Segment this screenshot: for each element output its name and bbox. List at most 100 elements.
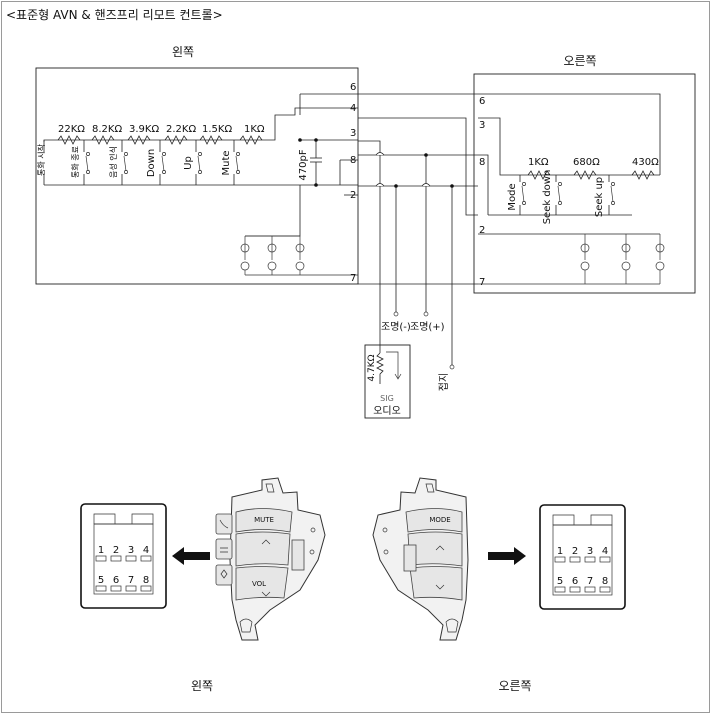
resistor-label-8-2k: 8.2KΩ [92, 124, 122, 135]
right-connector-pin-8: 8 [602, 576, 608, 587]
right-connector-pin-5: 5 [557, 576, 563, 587]
resistor-2-2k [164, 135, 188, 145]
right-pin-6: 6 [479, 96, 485, 107]
led-left-1 [240, 243, 250, 253]
right-connector-pin-slot-6 [569, 586, 581, 593]
left-pin-3: 3 [350, 128, 356, 139]
audio-box [364, 344, 411, 419]
resistor-1k-left [239, 135, 263, 145]
resistor-1k-right [527, 170, 551, 180]
right-connector-pin-slot-1 [554, 556, 566, 563]
resistor-label-3-9k: 3.9KΩ [129, 124, 159, 135]
capacitor-label: 470pF [298, 149, 309, 180]
right-connector-pin-slot-3 [584, 556, 596, 563]
bottom-label-left: 왼쪽 [191, 679, 213, 693]
right-connector-pin-slot-4 [599, 556, 611, 563]
audio-label: 오디오 [373, 405, 401, 417]
left-connector-pin-7: 7 [128, 575, 134, 586]
left-connector-pin-8: 8 [143, 575, 149, 586]
resistor-label-1k-left: 1KΩ [244, 124, 265, 135]
resistor-label-2-2k: 2.2KΩ [166, 124, 196, 135]
left-pin-6: 6 [350, 82, 356, 93]
left-connector-pin-slot-8 [140, 585, 152, 592]
left-connector-pin-1: 1 [98, 545, 104, 556]
resistor-label-680: 680Ω [573, 157, 600, 168]
left-pin-2: 2 [350, 190, 356, 201]
right-switch-box [473, 73, 696, 294]
left-connector-pin-slot-1 [95, 555, 107, 562]
resistor-680 [573, 170, 597, 180]
right-pin-2: 2 [479, 225, 485, 236]
right-connector [539, 504, 626, 610]
led-right-3 [655, 243, 665, 253]
right-connector-pin-2: 2 [572, 546, 578, 557]
right-pin-8: 8 [479, 157, 485, 168]
right-connector-pin-slot-7 [584, 586, 596, 593]
switch-label-seek-down: Seek down [542, 170, 553, 225]
left-connector-pin-4: 4 [143, 545, 149, 556]
right-connector-pin-6: 6 [572, 576, 578, 587]
led-right-1 [580, 243, 590, 253]
switch-label-up: Up [183, 156, 194, 170]
led-left-3 [295, 243, 305, 253]
right-pin-3: 3 [479, 120, 485, 131]
arrow-right-icon [488, 547, 526, 565]
audio-resistor-label: 4.7KΩ [367, 354, 377, 381]
right-connector-pin-slot-2 [569, 556, 581, 563]
switch-label-seek-up: Seek up [594, 177, 605, 217]
arrow-left-icon [172, 547, 210, 565]
right-connector-pin-slot-5 [554, 586, 566, 593]
left-connector-pin-slot-2 [110, 555, 122, 562]
left-connector-pin-slot-3 [125, 555, 137, 562]
switch-label-mode: Mode [507, 183, 518, 210]
left-connector-pin-slot-7 [125, 585, 137, 592]
illum-plus-label: 조명(+) [410, 321, 445, 333]
resistor-3-9k [127, 135, 151, 145]
left-wheel-mute: MUTE [254, 516, 274, 524]
illum-minus-label: 조명(-) [381, 321, 411, 333]
left-connector [80, 503, 167, 609]
right-connector-pin-slot-8 [599, 586, 611, 593]
right-connector-pin-4: 4 [602, 546, 608, 557]
right-wheel-mode: MODE [429, 516, 450, 524]
left-connector-pin-slot-6 [110, 585, 122, 592]
right-connector-pin-1: 1 [557, 546, 563, 557]
left-switch-box [35, 67, 359, 285]
resistor-1-5k [199, 135, 223, 145]
left-connector-pin-slot-4 [140, 555, 152, 562]
resistor-430 [631, 170, 655, 180]
switch-label-mute: Mute [221, 150, 232, 175]
switch-label-call-start: 통화 시작 [36, 143, 46, 176]
left-connector-pin-5: 5 [98, 575, 104, 586]
left-steering-switch [215, 477, 326, 641]
left-connector-pin-slot-5 [95, 585, 107, 592]
switch-label-voice: 음성 인식 [108, 146, 118, 178]
left-connector-pin-6: 6 [113, 575, 119, 586]
resistor-22k [57, 135, 81, 145]
resistor-label-22k: 22KΩ [58, 124, 85, 135]
right-connector-pin-3: 3 [587, 546, 593, 557]
left-connector-pin-3: 3 [128, 545, 134, 556]
left-connector-pin-2: 2 [113, 545, 119, 556]
right-connector-pin-7: 7 [587, 576, 593, 587]
bottom-label-right: 오른쪽 [498, 679, 531, 693]
led-right-2 [621, 243, 631, 253]
left-wheel-vol: VOL [252, 580, 266, 588]
diagram-title: <표준형 AVN & 핸즈프리 리모트 컨트롤> [6, 7, 223, 22]
switch-label-down: Down [146, 149, 157, 177]
left-pin-4: 4 [350, 103, 356, 114]
left-pin-8: 8 [350, 155, 356, 166]
ground-label: 접지 [438, 373, 450, 391]
right-heading: 오른쪽 [563, 54, 596, 68]
led-left-2 [267, 243, 277, 253]
audio-sig-label: SIG [380, 394, 394, 403]
left-heading: 왼쪽 [172, 45, 194, 59]
resistor-label-430: 430Ω [632, 157, 659, 168]
left-pin-7: 7 [350, 273, 356, 284]
right-steering-switch [372, 477, 469, 641]
resistor-8-2k [91, 135, 115, 145]
resistor-label-1-5k: 1.5KΩ [202, 124, 232, 135]
resistor-label-1k-right: 1KΩ [528, 157, 549, 168]
